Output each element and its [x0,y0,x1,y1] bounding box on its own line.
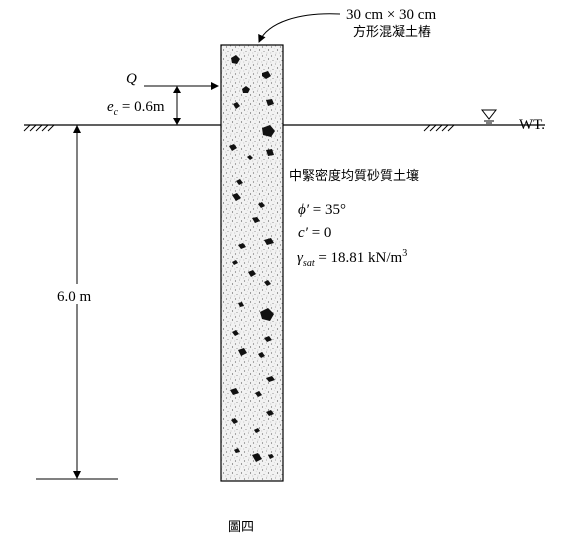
soil-description: 中緊密度均質砂質土壤 [289,168,419,184]
unit-weight-label: γsat = 18.81 kN/m3 [297,248,407,269]
water-table-label: WT. [519,117,545,133]
depth-label: 6.0 m [57,289,92,305]
cohesion-label: c′ = 0 [298,225,331,241]
eccentricity-label: ec = 0.6m [107,99,165,118]
depth-arrow-bottom [73,471,81,479]
ground-hatch-right [423,124,455,132]
pile-label-leader [258,13,341,43]
ground-hatch-left [23,124,55,132]
load-symbol: Q [126,71,137,87]
pile-aggregate [229,55,275,462]
water-table-icon [480,109,498,124]
figure-caption: 圖四 [228,520,254,535]
eccentricity-arrow-bottom [173,118,181,125]
pile-body [220,44,284,482]
pile-size-label: 30 cm × 30 cm [346,7,436,23]
eccentricity-arrow-top [173,86,181,93]
pile-type-label: 方形混凝土樁 [353,24,431,40]
depth-arrow-top [73,125,81,133]
friction-angle-label: ϕ′ = 35° [298,202,346,218]
